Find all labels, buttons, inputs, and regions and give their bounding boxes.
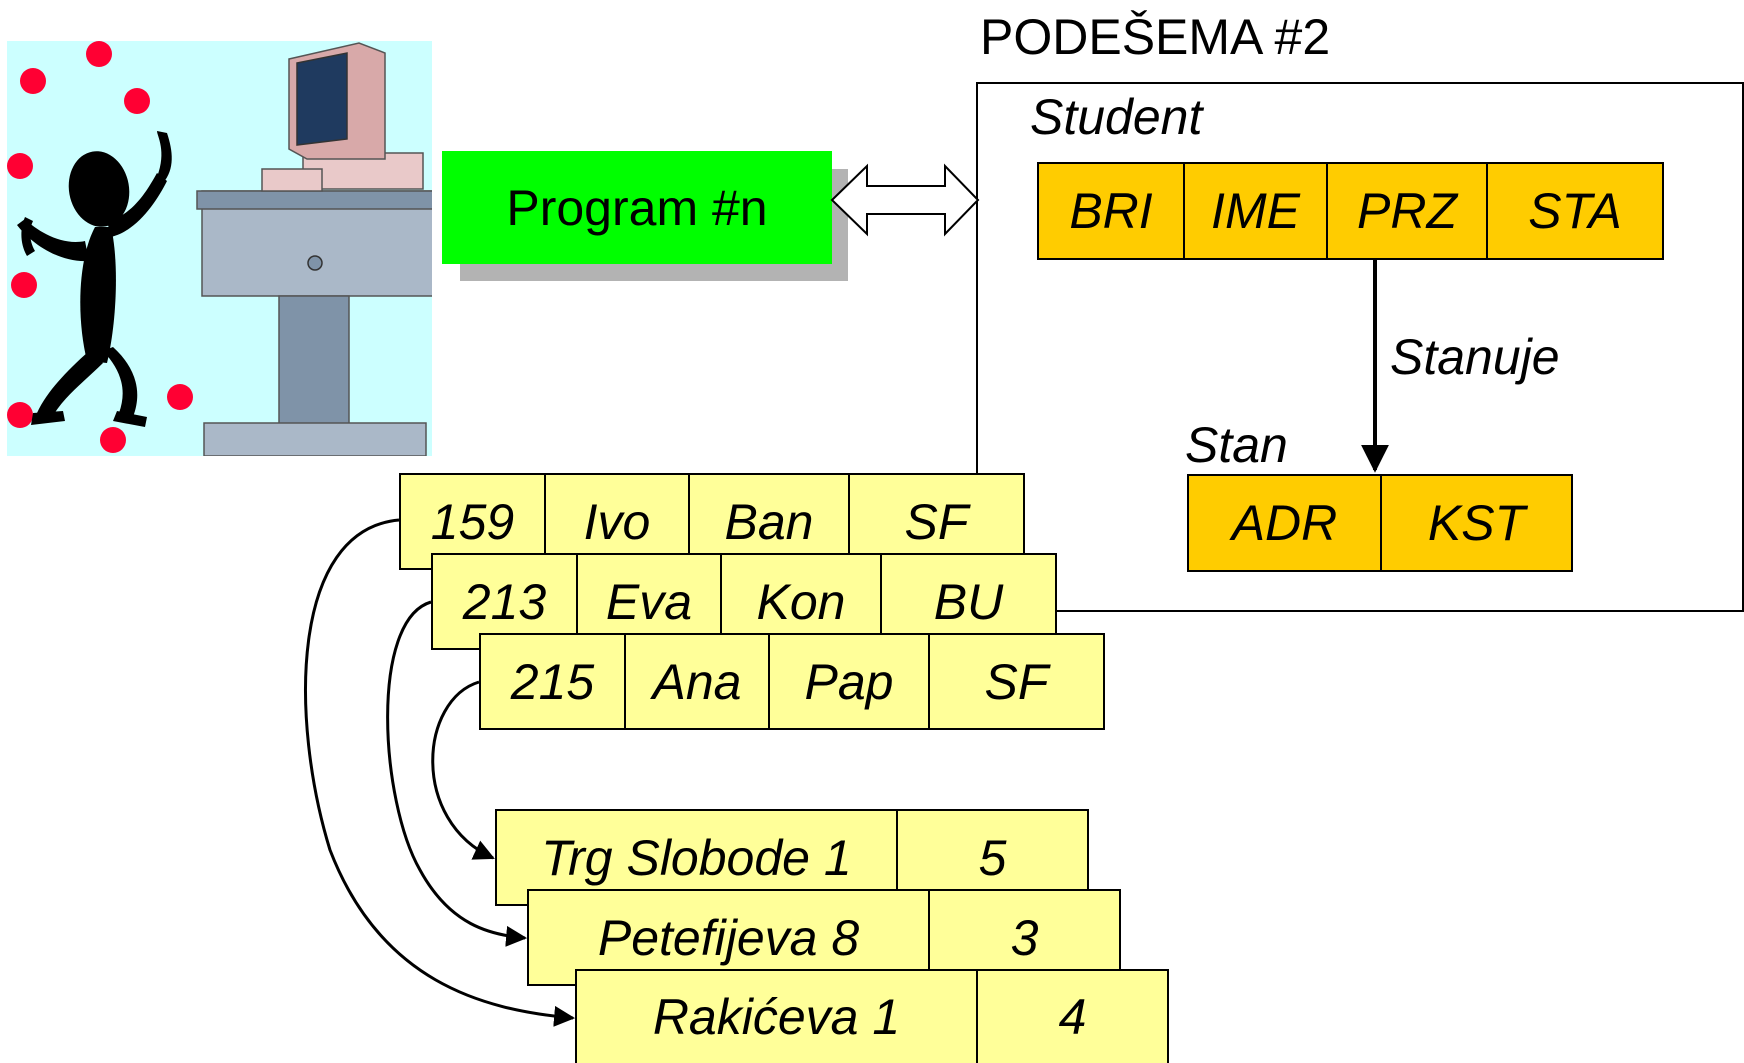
double-arrow-icon [830, 163, 980, 237]
record-cell: 159 [401, 475, 546, 568]
stan-record-3: Rakićeva 1 4 [575, 969, 1169, 1063]
schema-field-sta: STA [1528, 183, 1622, 239]
relationship-label: Stanuje [1390, 329, 1560, 385]
record-cell: 5 [978, 829, 1007, 886]
record-cell: Pap [770, 635, 930, 728]
schema-field-kst: KST [1427, 495, 1526, 551]
schema-title: PODEŠEMA #2 [980, 9, 1331, 65]
record-cell: 213 [433, 555, 578, 648]
stan-schema-record: ADR KST [1187, 474, 1573, 572]
record-cell: Rakićeva 1 [577, 971, 978, 1063]
record-cell: 4 [1058, 989, 1087, 1045]
student-schema-record: BRI IME PRZ STA [1037, 162, 1664, 260]
program-label: Program #n [506, 179, 768, 236]
pointer-arrow [304, 518, 576, 1027]
student-record-3: 215 Ana Pap SF [479, 633, 1105, 730]
juggler-computer-clipart [7, 41, 432, 456]
record-cell: Ban [690, 475, 850, 568]
schema-field-bri: BRI [1039, 164, 1185, 258]
schema-field-prz: PRZ [1328, 164, 1488, 258]
record-cell: SF [984, 653, 1049, 710]
record-cell: 3 [1010, 909, 1039, 966]
stan-entity-label: Stan [1185, 417, 1288, 473]
computer-icon [196, 42, 432, 456]
schema-field-ime: IME [1185, 164, 1328, 258]
program-box: Program #n [442, 151, 832, 264]
student-entity-label: Student [1030, 89, 1203, 145]
record-cell: 215 [481, 635, 626, 728]
record-cell: Ana [626, 635, 770, 728]
schema-field-adr: ADR [1189, 476, 1382, 570]
juggling-balls [7, 41, 193, 453]
record-cell: Eva [578, 555, 722, 648]
record-cell: BU [933, 573, 1004, 630]
pointer-arrow [386, 600, 528, 947]
record-cell: Ivo [546, 475, 690, 568]
pointer-arrow [431, 680, 495, 860]
record-cell: Trg Slobode 1 [497, 811, 898, 904]
juggler-figure-icon [17, 131, 172, 427]
record-cell: SF [904, 493, 969, 550]
record-cell: Kon [722, 555, 882, 648]
record-cell: Petefijeva 8 [529, 891, 930, 984]
